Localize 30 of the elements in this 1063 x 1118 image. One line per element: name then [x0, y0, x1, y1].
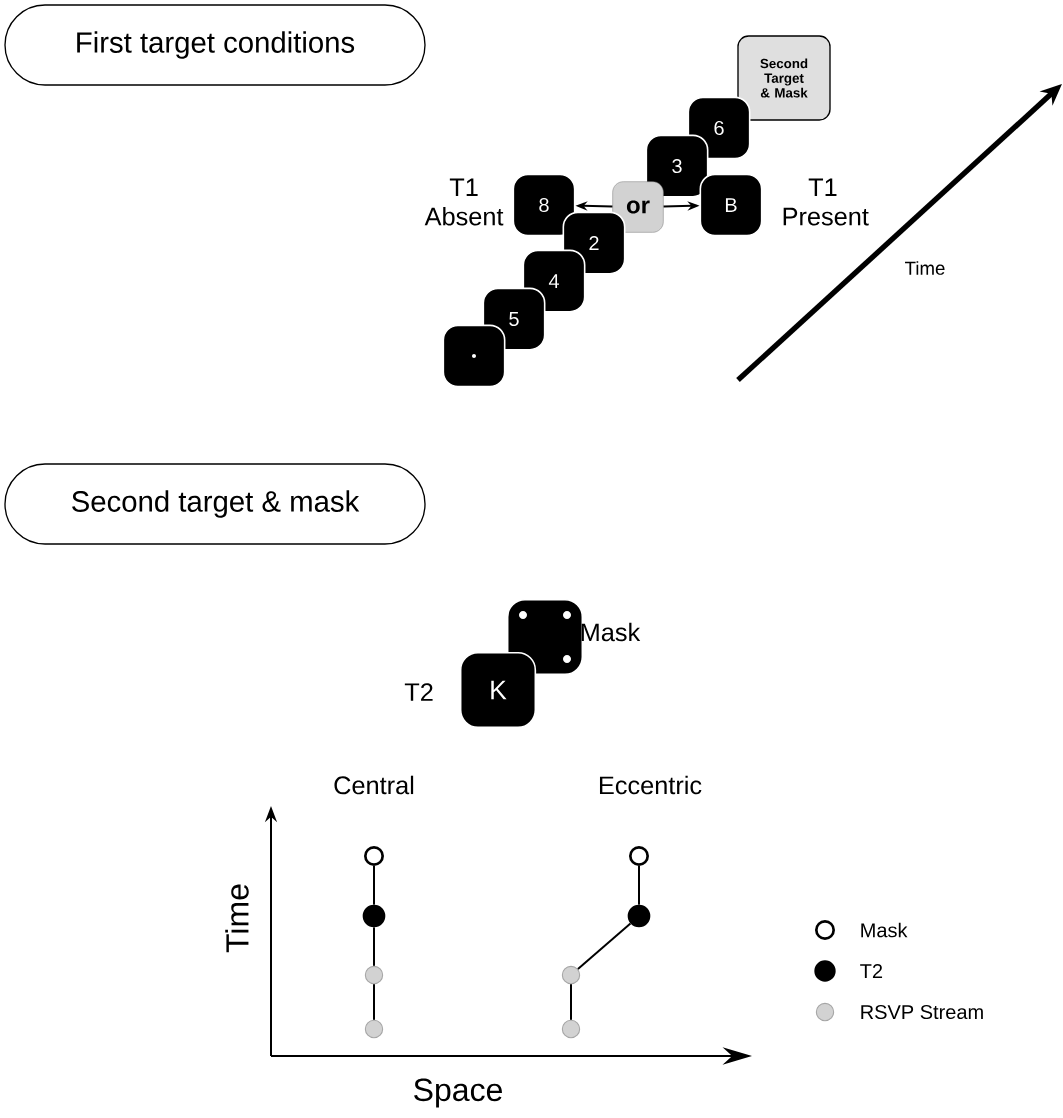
- side-label: T1 Present: [783, 178, 869, 226]
- connector-line: [373, 926, 375, 967]
- side-label: T2: [404, 683, 433, 701]
- stream-circle: [561, 1019, 581, 1039]
- axis-label: Time: [905, 261, 945, 275]
- open-circle: [629, 846, 649, 866]
- connector-line: [576, 922, 632, 970]
- target-box: Second Target & Mask: [737, 35, 831, 121]
- side-label: T1 Absent: [424, 178, 504, 226]
- legend-label: RSVP Stream: [861, 1004, 983, 1020]
- side-label: Mask: [581, 622, 641, 642]
- stream-circle: [364, 965, 384, 985]
- legend-label: Mask: [861, 922, 908, 938]
- filled-circle: [627, 904, 651, 928]
- legend-label: T2: [860, 964, 883, 978]
- filled-circle: [362, 904, 386, 928]
- connector-line: [373, 865, 375, 906]
- connector-line: [638, 865, 640, 906]
- connector-line: [570, 983, 572, 1021]
- column-label: Eccentric: [600, 775, 702, 795]
- axis-label: Time: [225, 884, 249, 953]
- section-heading-box: Second target & mask: [4, 463, 426, 545]
- stream-circle: [364, 1019, 384, 1039]
- section-heading-box: First target conditions: [4, 4, 426, 86]
- connector-line: [373, 983, 375, 1021]
- axis-label: Space: [414, 1078, 502, 1108]
- column-label: Central: [334, 775, 414, 795]
- open-circle: [364, 846, 384, 866]
- or-box: or: [612, 181, 664, 233]
- stream-circle: [561, 965, 581, 985]
